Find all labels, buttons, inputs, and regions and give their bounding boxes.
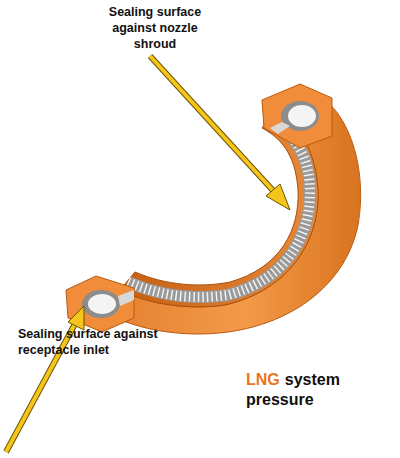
leader-arrow-outline	[150, 56, 278, 196]
accent-word: LNG	[246, 371, 280, 388]
pressure-caption: LNGsystem pressure	[246, 370, 376, 410]
arrow-head	[68, 306, 84, 330]
leader-arrow-outline	[6, 322, 76, 452]
spring-band	[128, 120, 310, 297]
arrow-head	[266, 184, 290, 210]
leader-arrow	[150, 56, 278, 196]
cavity-opening-bottom	[118, 290, 134, 306]
spring-section-bottom	[82, 290, 120, 318]
cavity-top	[288, 105, 316, 127]
cut-face-bottom	[66, 276, 134, 332]
cut-face-top	[262, 84, 332, 148]
cavity-opening-top	[270, 122, 290, 134]
spring-coils	[128, 120, 310, 297]
cavity-bottom	[88, 294, 116, 314]
leader-arrow	[6, 322, 76, 452]
callout-label: Sealing surface against receptacle inlet	[18, 326, 198, 358]
callout-label: Sealing surface against nozzle shroud	[92, 4, 218, 52]
